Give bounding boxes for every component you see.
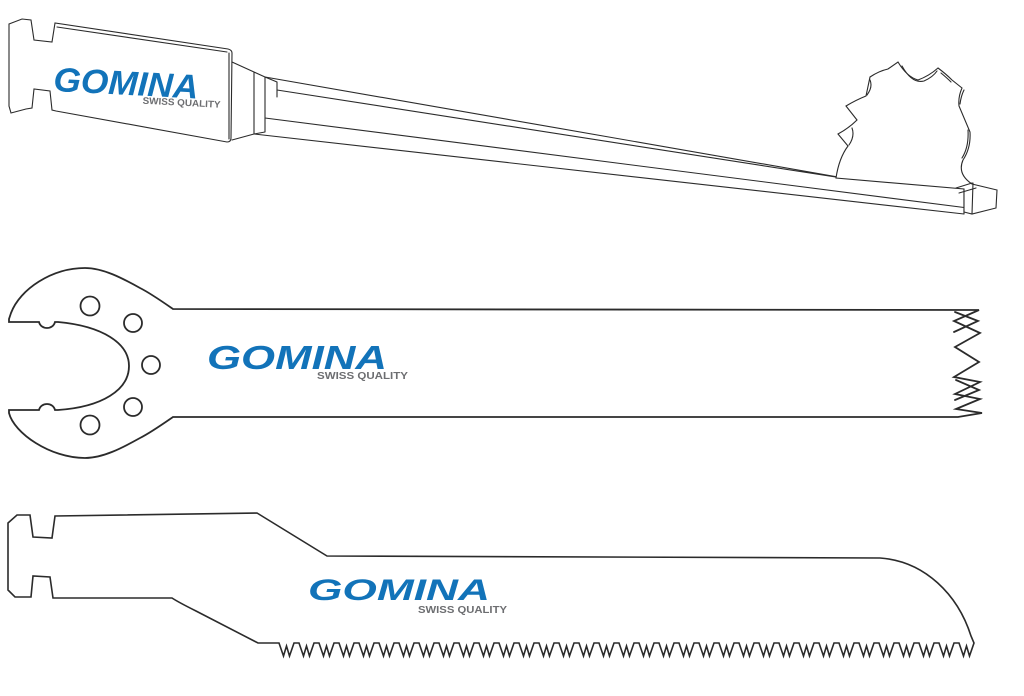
- brand-wordmark: GOMINA: [207, 339, 387, 376]
- blade1-plate-thickness-edge: [56, 26, 230, 140]
- blade2-tooth-grind-lines: [953, 311, 982, 401]
- blade2-hole: [123, 313, 143, 333]
- blade1-logo: GOMINA SWISS QUALITY: [53, 61, 222, 111]
- blade-oscillating: GOMINA SWISS QUALITY: [8, 267, 984, 459]
- blade-reciprocating: GOMINA SWISS QUALITY: [7, 512, 975, 659]
- blade1-neck-step: [231, 61, 278, 141]
- blade1-crown-head: [835, 61, 998, 215]
- blade2-hole: [123, 397, 143, 417]
- blade1-shaft-edges: [253, 76, 969, 215]
- blade2-outline: [8, 267, 984, 459]
- blade1-foot-bevels: [955, 182, 977, 215]
- brand-tagline: SWISS QUALITY: [142, 96, 221, 111]
- blade1-crown-thickness-details: [848, 65, 969, 159]
- blade2-hole: [141, 355, 161, 375]
- blade2-logo: GOMINA SWISS QUALITY: [207, 339, 408, 382]
- blade2-hole: [79, 414, 101, 436]
- brand-tagline: SWISS QUALITY: [317, 371, 408, 382]
- brand-wordmark: GOMINA: [53, 61, 200, 107]
- blade2-hole: [79, 295, 101, 317]
- brand-wordmark: GOMINA: [308, 574, 490, 607]
- blade3-outline: [7, 512, 975, 659]
- brand-tagline: SWISS QUALITY: [418, 605, 507, 616]
- blade-crescent-crown: GOMINA SWISS QUALITY: [8, 18, 998, 215]
- blade3-logo: GOMINA SWISS QUALITY: [308, 574, 507, 616]
- blade1-shank-plate: [8, 18, 233, 143]
